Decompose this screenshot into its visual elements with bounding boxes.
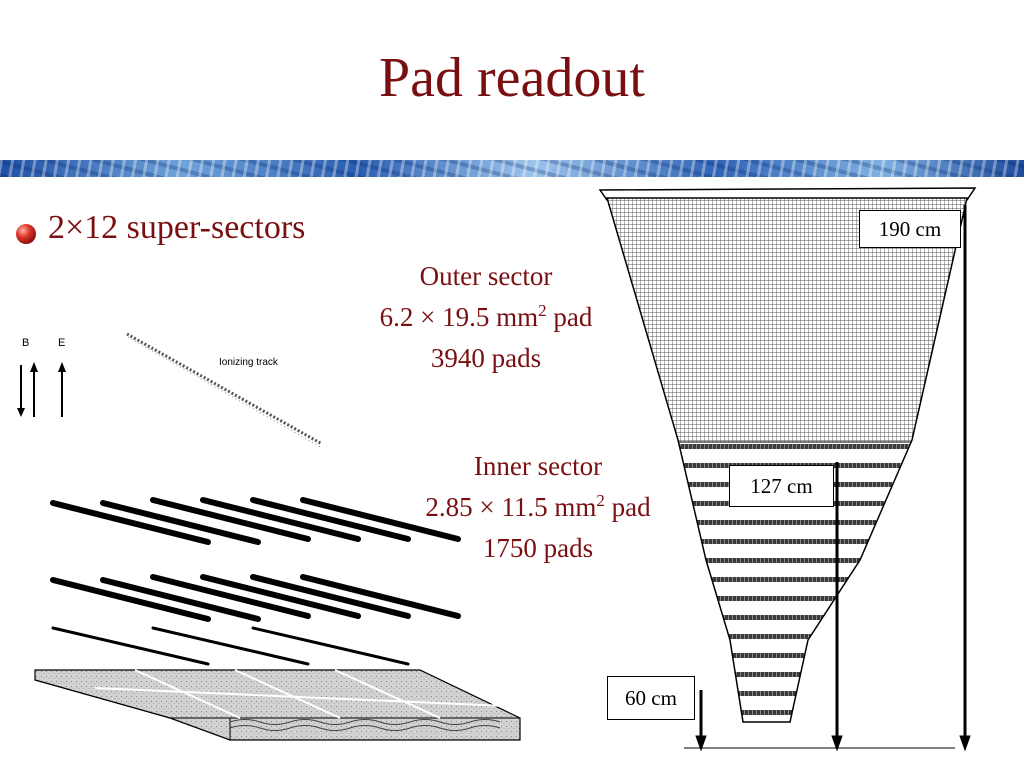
outer-sector-pad-size: 6.2 × 19.5 mm2 pad (379, 301, 593, 332)
wire-layer-upper (50, 497, 461, 545)
field-arrows (17, 362, 66, 417)
radius-60-label: 60 cm (607, 676, 695, 720)
inner-sector-text: Inner sector 2.85 × 11.5 mm2 pad 1750 pa… (380, 446, 696, 569)
ionizing-track-label: Ionizing track (219, 357, 278, 368)
radius-127-label: 127 cm (729, 465, 834, 507)
ionizing-track (126, 332, 323, 446)
outer-sector-heading: Outer sector (419, 261, 553, 291)
inner-sector-pad-size: 2.85 × 11.5 mm2 pad (425, 491, 651, 522)
wire-layer-thin (51, 626, 410, 666)
slide-title: Pad readout (379, 47, 645, 109)
outer-sector-pad-count: 3940 pads (430, 343, 542, 373)
bullet-icon (16, 224, 36, 244)
e-field-label: E (58, 337, 66, 349)
inner-sector-heading: Inner sector (473, 451, 603, 481)
radius-190-label: 190 cm (859, 210, 961, 248)
bullet-text: 2×12 super-sectors (48, 209, 306, 246)
outer-sector-text: Outer sector 6.2 × 19.5 mm2 pad 3940 pad… (336, 256, 636, 379)
inner-sector-pad-count: 1750 pads (482, 533, 594, 563)
title-divider-band (0, 160, 1024, 177)
b-field-label: B (22, 337, 30, 349)
dimension-arrows (684, 205, 971, 752)
pad-plane (34, 669, 521, 741)
wire-layer-middle (50, 574, 461, 622)
